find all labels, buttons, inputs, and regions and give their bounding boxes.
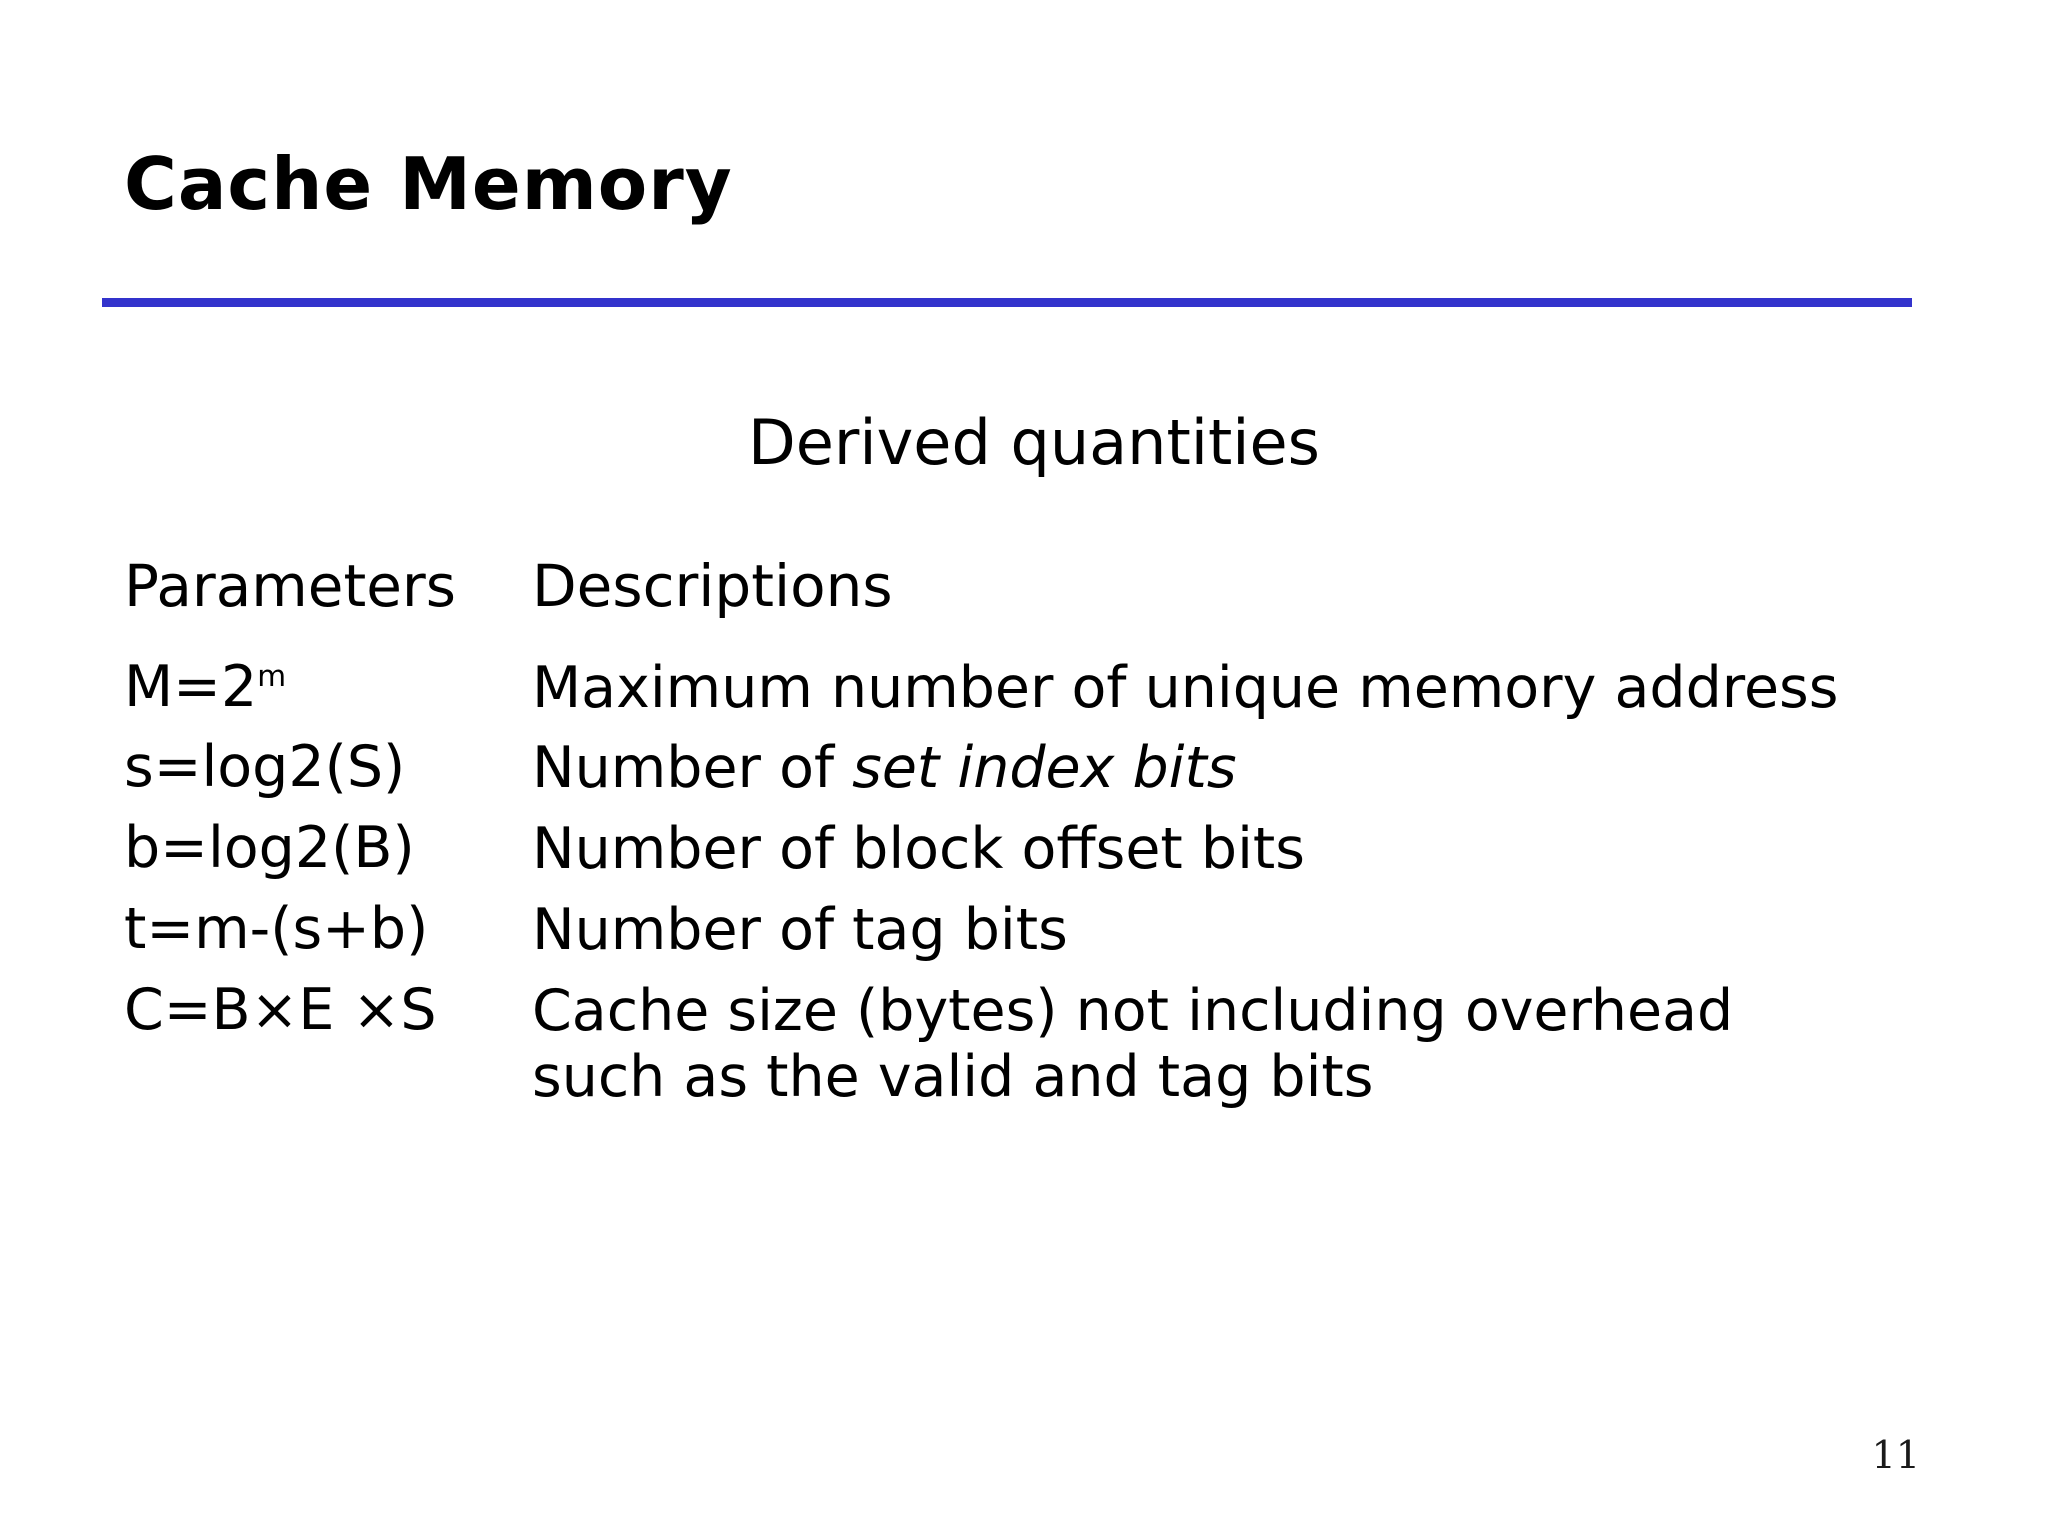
row-description: Number of tag bits xyxy=(532,899,1954,962)
table-row: b=log2(B) Number of block offset bits xyxy=(124,815,1954,882)
row-parameter: M=2m xyxy=(124,653,532,720)
parameter-base: b=log2(B) xyxy=(124,815,415,882)
description-line: such as the valid and tag bits xyxy=(532,1044,1374,1111)
description-line: Maximum number of unique memory address xyxy=(532,654,1839,721)
parameter-base: s=log2(S) xyxy=(124,734,406,801)
section-heading: Derived quantities xyxy=(748,406,1320,479)
title-divider-rule xyxy=(102,298,1912,307)
parameter-base: C=B×E ×S xyxy=(124,976,437,1043)
description-line: Number of set index bits xyxy=(532,737,1954,800)
table-row: t=m-(s+b) Number of tag bits xyxy=(124,895,1954,962)
row-parameter: b=log2(B) xyxy=(124,815,532,882)
table-row: M=2m Maximum number of unique memory add… xyxy=(124,653,1954,720)
description-emphasis: set index bits xyxy=(852,735,1237,802)
row-parameter: t=m-(s+b) xyxy=(124,895,532,962)
description-line: Cache size (bytes) not including overhea… xyxy=(532,977,1734,1044)
table-row: s=log2(S) Number of set index bits xyxy=(124,737,1954,800)
row-parameter: C=B×E ×S xyxy=(124,976,532,1043)
derived-quantities-table: Parameters Descriptions M=2m Maximum num… xyxy=(124,552,1954,1127)
row-parameter: s=log2(S) xyxy=(124,737,532,799)
page-title: Cache Memory xyxy=(124,142,733,226)
table-header-row: Parameters Descriptions xyxy=(124,552,1954,620)
description-prefix: Number of xyxy=(532,735,853,802)
row-description: Maximum number of unique memory address xyxy=(532,657,1954,720)
row-description: Number of set index bits xyxy=(532,737,1954,800)
description-line: Number of block offset bits xyxy=(532,816,1305,883)
parameter-exponent: m xyxy=(257,657,287,693)
page-number: 11 xyxy=(1871,1433,1920,1477)
parameter-base: t=m-(s+b) xyxy=(124,895,429,962)
column-header-parameters: Parameters xyxy=(124,552,456,620)
table-row: C=B×E ×S Cache size (bytes) not includin… xyxy=(124,976,1954,1111)
column-header-descriptions: Descriptions xyxy=(532,552,893,620)
description-line: Number of tag bits xyxy=(532,896,1068,963)
row-description: Cache size (bytes) not including overhea… xyxy=(532,977,1954,1111)
row-description: Number of block offset bits xyxy=(532,818,1954,881)
parameter-base: M=2 xyxy=(124,653,258,720)
